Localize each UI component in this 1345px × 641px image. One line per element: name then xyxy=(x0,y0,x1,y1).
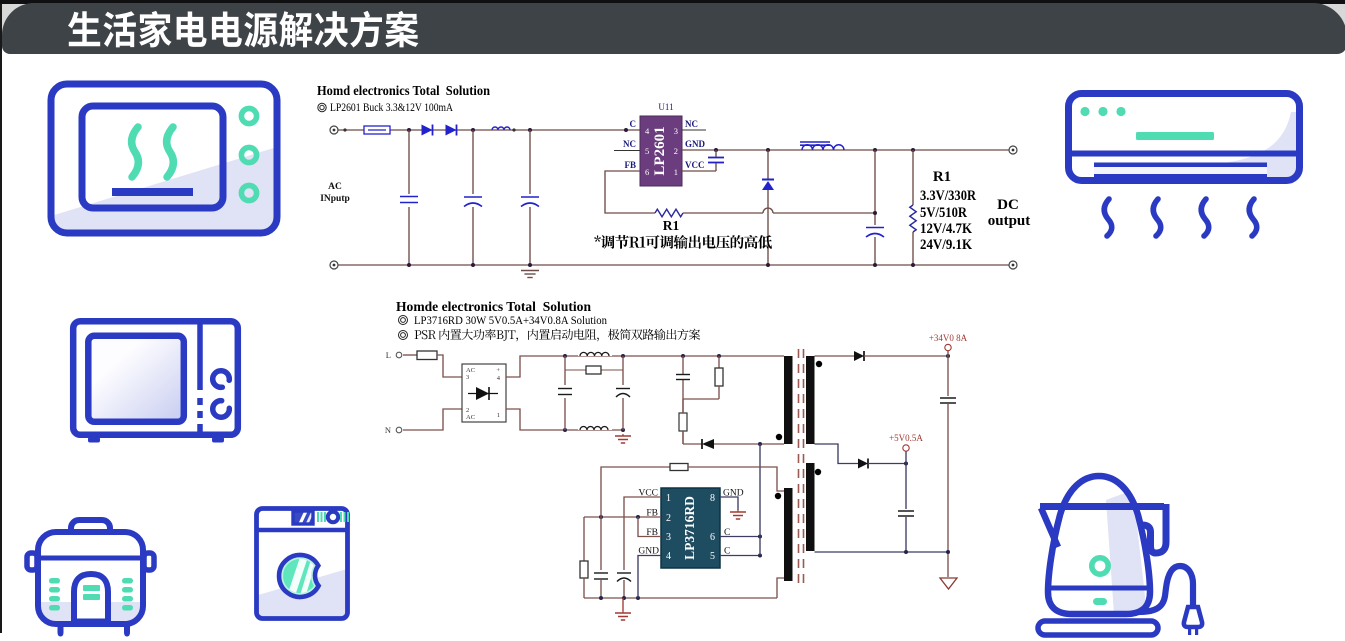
svg-text:LP2601: LP2601 xyxy=(652,126,668,175)
svg-text:C: C xyxy=(724,547,730,557)
svg-text:4: 4 xyxy=(645,126,650,136)
svg-text:6: 6 xyxy=(710,532,715,543)
svg-text:4: 4 xyxy=(666,551,671,562)
svg-text:+5V0.5A: +5V0.5A xyxy=(889,433,923,443)
svg-text:Homde electronics Total Solut: Homde electronics Total Solution xyxy=(396,299,591,314)
svg-text:GND: GND xyxy=(638,547,659,557)
svg-text:+: + xyxy=(496,367,500,374)
svg-text:GND: GND xyxy=(685,139,706,149)
svg-text:N: N xyxy=(385,425,391,435)
svg-text:5V/510R: 5V/510R xyxy=(920,205,968,221)
svg-text:DC: DC xyxy=(997,197,1019,213)
svg-text:FB: FB xyxy=(646,528,658,538)
svg-text:AC: AC xyxy=(466,367,475,374)
svg-text:C: C xyxy=(630,119,637,129)
svg-text:C: C xyxy=(724,528,730,538)
svg-text:INputp: INputp xyxy=(320,194,350,204)
svg-text:3: 3 xyxy=(666,532,671,543)
svg-text:5: 5 xyxy=(645,146,649,156)
svg-text:5: 5 xyxy=(710,551,715,562)
svg-text:Homd electronics Total Soluti: Homd electronics Total Solution xyxy=(317,83,490,98)
svg-text:AC: AC xyxy=(328,182,342,192)
svg-text:3: 3 xyxy=(466,374,469,381)
svg-text:FB: FB xyxy=(624,160,636,170)
svg-text:R1: R1 xyxy=(933,169,951,185)
svg-text:LP2601 Buck 3.3&12V 100mA: LP2601 Buck 3.3&12V 100mA xyxy=(330,102,453,114)
svg-text:+34V0 8A: +34V0 8A xyxy=(929,333,968,343)
svg-text:4: 4 xyxy=(497,375,501,382)
svg-text:24V/9.1K: 24V/9.1K xyxy=(920,237,972,253)
svg-text:NC: NC xyxy=(623,139,636,149)
svg-text:12V/4.7K: 12V/4.7K xyxy=(920,221,972,237)
svg-text:LP3716RD: LP3716RD xyxy=(682,496,697,560)
svg-text:U11: U11 xyxy=(658,102,673,112)
svg-text:2: 2 xyxy=(674,146,678,156)
svg-text:VCC: VCC xyxy=(685,160,705,170)
svg-text:2: 2 xyxy=(666,513,671,524)
svg-text:AC: AC xyxy=(466,414,475,421)
svg-text:2: 2 xyxy=(466,407,469,414)
svg-text:1: 1 xyxy=(497,412,500,419)
svg-text:L: L xyxy=(386,350,391,360)
svg-text:LP3716RD 30W 5V0.5A+34V0.8A So: LP3716RD 30W 5V0.5A+34V0.8A Solution xyxy=(414,315,607,327)
svg-text:FB: FB xyxy=(646,509,658,519)
svg-text:3: 3 xyxy=(674,126,678,136)
svg-text:1: 1 xyxy=(666,493,671,504)
svg-text:VCC: VCC xyxy=(638,489,658,499)
svg-text:GND: GND xyxy=(723,489,744,499)
svg-text:8: 8 xyxy=(710,493,715,504)
svg-text:1: 1 xyxy=(674,167,678,177)
svg-text:3.3V/330R: 3.3V/330R xyxy=(920,188,977,204)
svg-text:NC: NC xyxy=(685,119,698,129)
svg-text:R1: R1 xyxy=(663,218,680,233)
svg-text:6: 6 xyxy=(645,167,649,177)
svg-text:output: output xyxy=(988,213,1031,229)
